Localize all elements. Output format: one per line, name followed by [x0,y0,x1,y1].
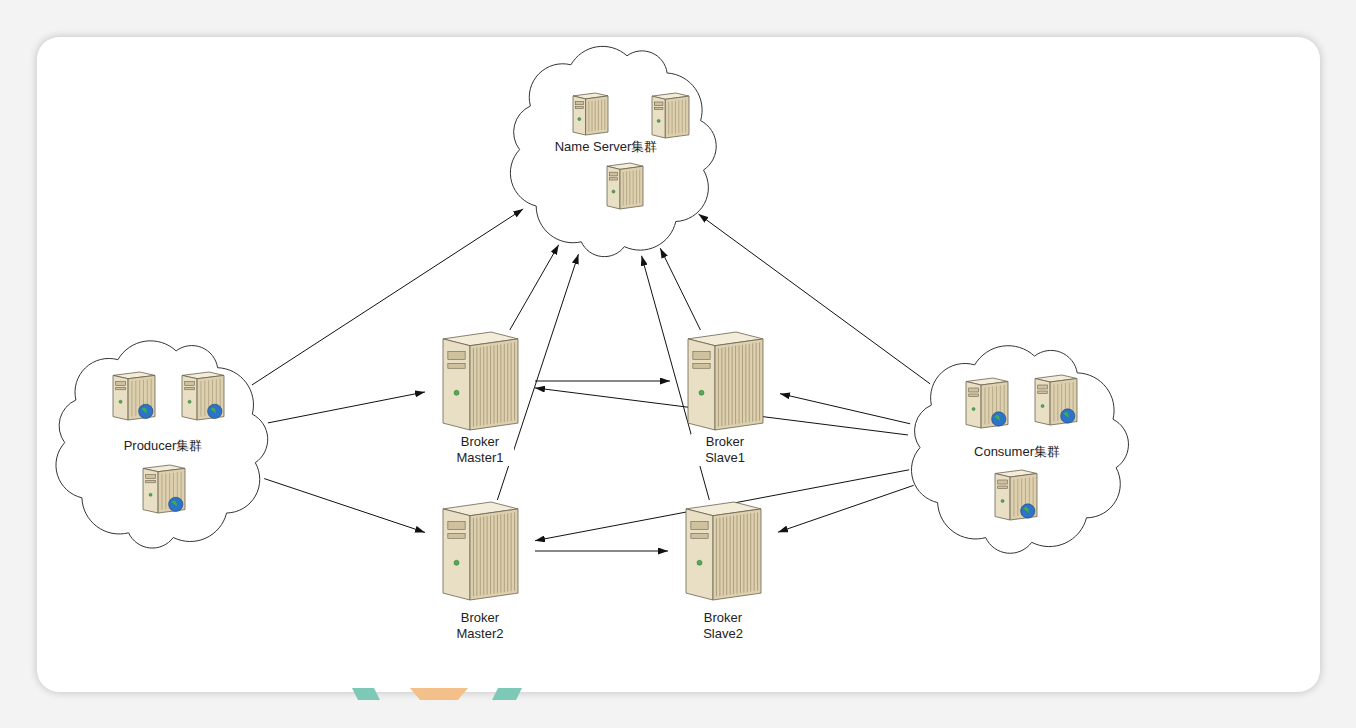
server-icon [995,470,1037,520]
cluster-label: Name Server集群 [553,139,660,155]
server-icon [966,378,1008,428]
cloud-outline [510,46,716,256]
server-icon [443,502,518,600]
cluster-label: Consumer集群 [972,444,1062,460]
server-icon [607,163,643,209]
watermark-shape [492,688,522,700]
watermark-shape [352,688,380,700]
connector-arrow [264,479,425,533]
server-icon [443,332,518,430]
server-icon [686,502,761,600]
connector-arrow [535,551,668,552]
watermark-shape [410,688,468,700]
connector-arrow [268,392,425,423]
server-icon [688,332,763,430]
cloud-outline [911,346,1128,554]
cluster-cloud: Producer集群 [45,330,277,558]
broker-label: Broker Slave2 [689,610,757,642]
cluster-cloud: Name Server集群 [500,35,725,267]
cluster-cloud: Consumer集群 [900,335,1138,563]
server-icon [113,372,155,420]
broker-server: Broker Master2 [425,500,535,650]
broker-label: Broker Master1 [446,434,514,466]
server-icon [652,93,689,138]
broker-server: Broker Slave2 [668,500,778,650]
broker-server: Broker Slave1 [670,330,780,470]
connector-arrow [778,485,914,532]
server-icon [573,93,608,135]
connector-arrow [660,248,700,330]
cloud-outline [56,341,268,548]
broker-label: Broker Master2 [446,610,514,642]
connector-arrow [780,394,910,424]
server-icon [1035,375,1077,425]
connector-arrow [510,245,559,330]
cluster-label: Producer集群 [122,438,205,454]
connector-arrow [535,381,670,382]
broker-label: Broker Slave1 [691,434,759,466]
server-icon [182,372,224,420]
server-icon [143,465,185,513]
broker-server: Broker Master1 [425,330,535,470]
